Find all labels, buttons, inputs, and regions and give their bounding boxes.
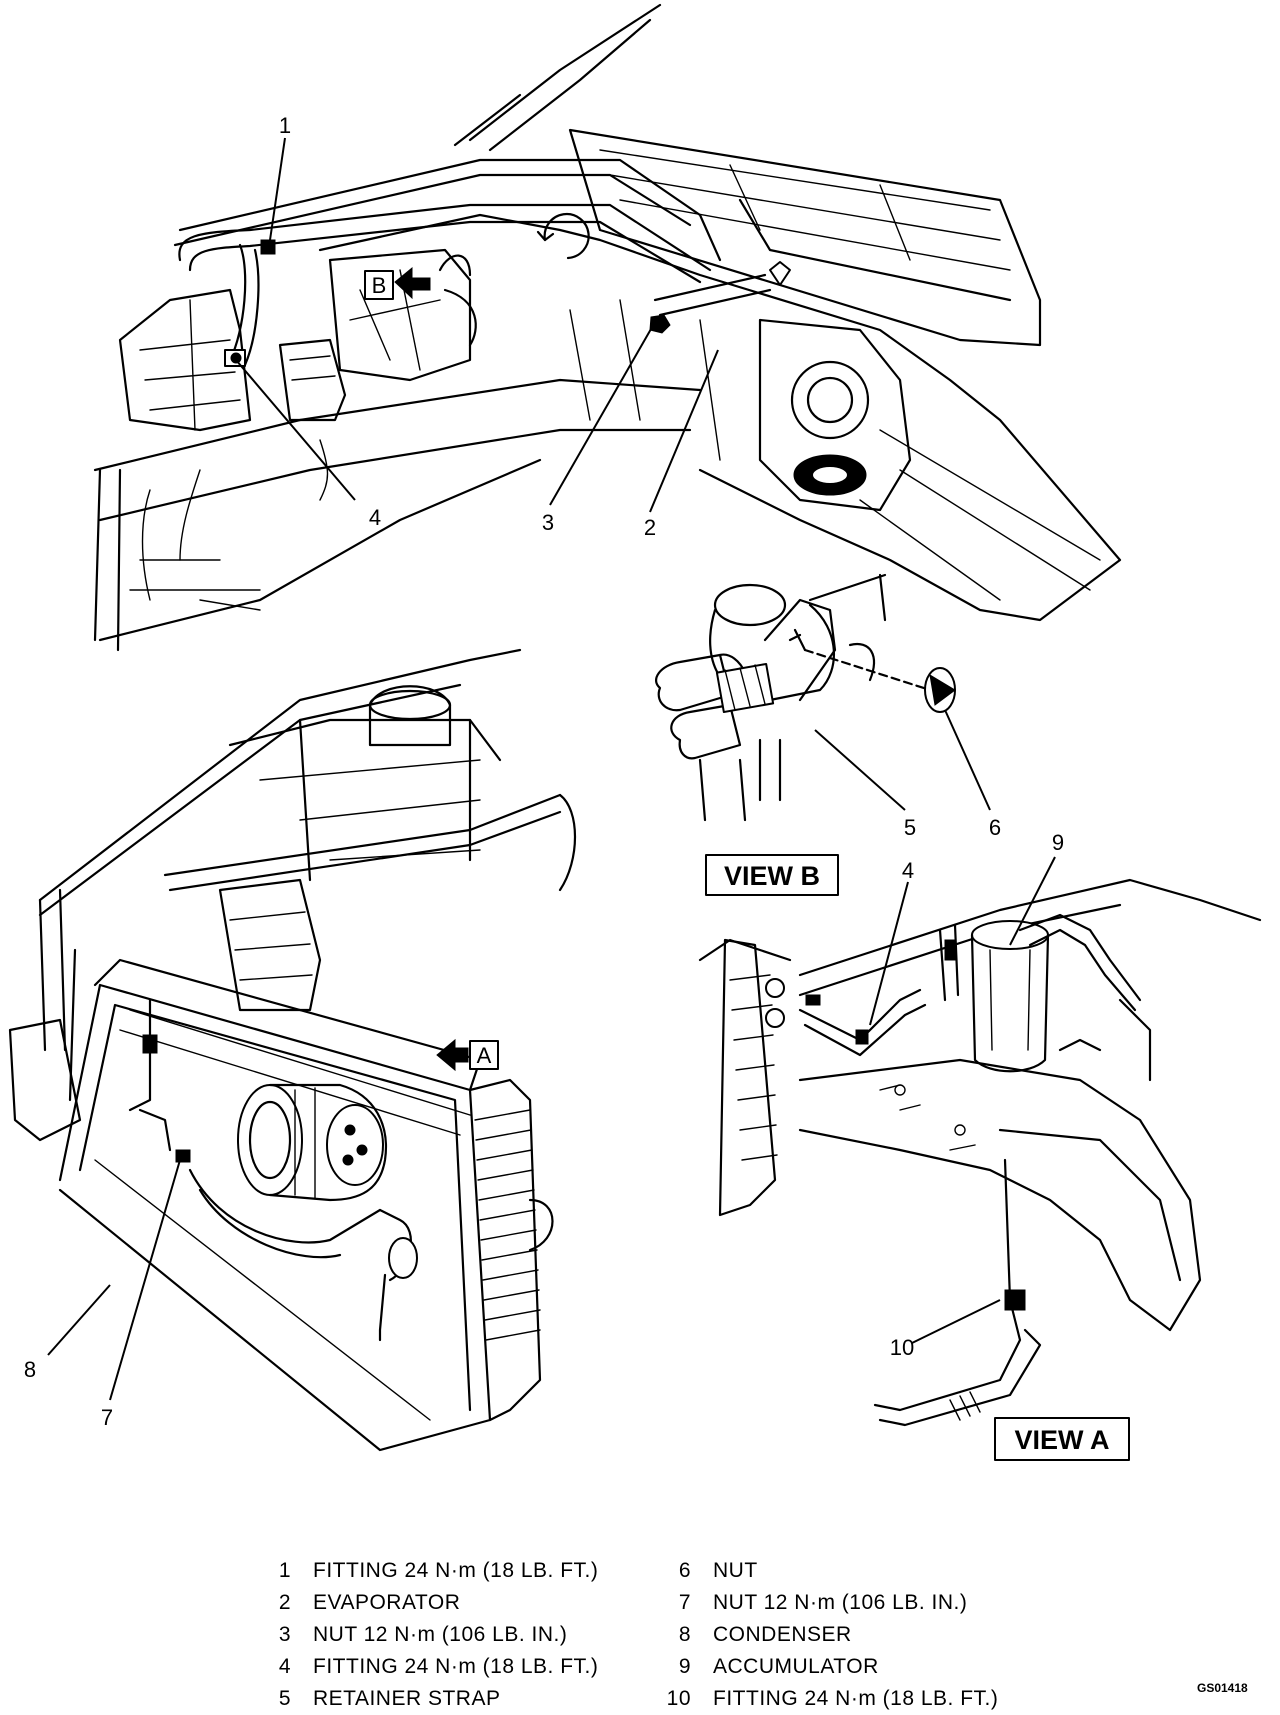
- view-a-marker: A: [477, 1043, 492, 1068]
- legend-number: 3: [278, 1623, 291, 1646]
- view-b-detail: [655, 573, 991, 822]
- legend-text: NUT 12 N·m (106 LB. IN.): [713, 1591, 968, 1614]
- legend-number: 1: [278, 1559, 291, 1582]
- callout-8: 8: [24, 1357, 36, 1382]
- view-a-detail: [698, 856, 1262, 1427]
- legend-text: EVAPORATOR: [313, 1591, 461, 1614]
- legend-item: 8 CONDENSER: [655, 1619, 998, 1651]
- legend-text: NUT 12 N·m (106 LB. IN.): [313, 1623, 568, 1646]
- callout-5: 5: [904, 815, 916, 840]
- callout-2: 2: [644, 515, 656, 540]
- legend-text: RETAINER STRAP: [313, 1687, 501, 1710]
- view-a-arrow: A: [436, 1038, 499, 1072]
- legend-item: 5 RETAINER STRAP: [255, 1683, 598, 1715]
- legend-item: 6 NUT: [655, 1555, 998, 1587]
- legend-item: 4 FITTING 24 N·m (18 LB. FT.): [255, 1651, 598, 1683]
- legend-item: 3 NUT 12 N·m (106 LB. IN.): [255, 1619, 598, 1651]
- callout-7: 7: [101, 1405, 113, 1430]
- svg-text:VIEW A: VIEW A: [1014, 1425, 1109, 1455]
- legend-text: NUT: [713, 1559, 758, 1582]
- callout-10: 10: [890, 1335, 914, 1360]
- retainer-nut-graphic: [924, 667, 956, 713]
- callout-6: 6: [989, 815, 1001, 840]
- accumulator-graphic: [970, 920, 1050, 1073]
- legend-item: 7 NUT 12 N·m (106 LB. IN.): [655, 1587, 998, 1619]
- legend-number: 8: [678, 1623, 691, 1646]
- legend-number: 6: [678, 1559, 691, 1582]
- view-b-arrow: B: [364, 266, 431, 300]
- figure-code: GS01418: [1197, 1681, 1248, 1695]
- legend-item: 10 FITTING 24 N·m (18 LB. FT.): [655, 1683, 998, 1715]
- legend-text: FITTING 24 N·m (18 LB. FT.): [313, 1559, 599, 1582]
- legend-text: ACCUMULATOR: [713, 1655, 879, 1678]
- legend-number: 5: [278, 1687, 291, 1710]
- view-b-title: VIEW B: [705, 854, 839, 896]
- callout-9: 9: [1052, 830, 1064, 855]
- legend-text: FITTING 24 N·m (18 LB. FT.): [313, 1655, 599, 1678]
- legend-item: 1 FITTING 24 N·m (18 LB. FT.): [255, 1555, 598, 1587]
- legend-number: 10: [666, 1687, 691, 1710]
- legend-item: 2 EVAPORATOR: [255, 1587, 598, 1619]
- view-a-title: VIEW A: [994, 1417, 1130, 1461]
- view-b-marker: B: [372, 273, 387, 298]
- svg-text:VIEW B: VIEW B: [724, 861, 820, 891]
- legend-number: 4: [278, 1655, 291, 1678]
- legend-number: 2: [278, 1591, 291, 1614]
- engine-compartment-view: B: [93, 3, 1122, 652]
- condenser-front-view: A: [8, 648, 576, 1452]
- legend-text: CONDENSER: [713, 1623, 852, 1646]
- legend-column-right: 6 NUT 7 NUT 12 N·m (106 LB. IN.) 8 CONDENSE…: [655, 1555, 998, 1715]
- legend-item: 9 ACCUMULATOR: [655, 1651, 998, 1683]
- legend-number: 7: [678, 1591, 691, 1614]
- legend-number: 9: [678, 1655, 691, 1678]
- compressor-graphic: [237, 1083, 387, 1202]
- callout-3: 3: [542, 510, 554, 535]
- legend-text: FITTING 24 N·m (18 LB. FT.): [713, 1687, 999, 1710]
- callout-4: 4: [369, 505, 381, 530]
- callout-1: 1: [279, 113, 291, 138]
- callout-4-view-a: 4: [902, 858, 914, 883]
